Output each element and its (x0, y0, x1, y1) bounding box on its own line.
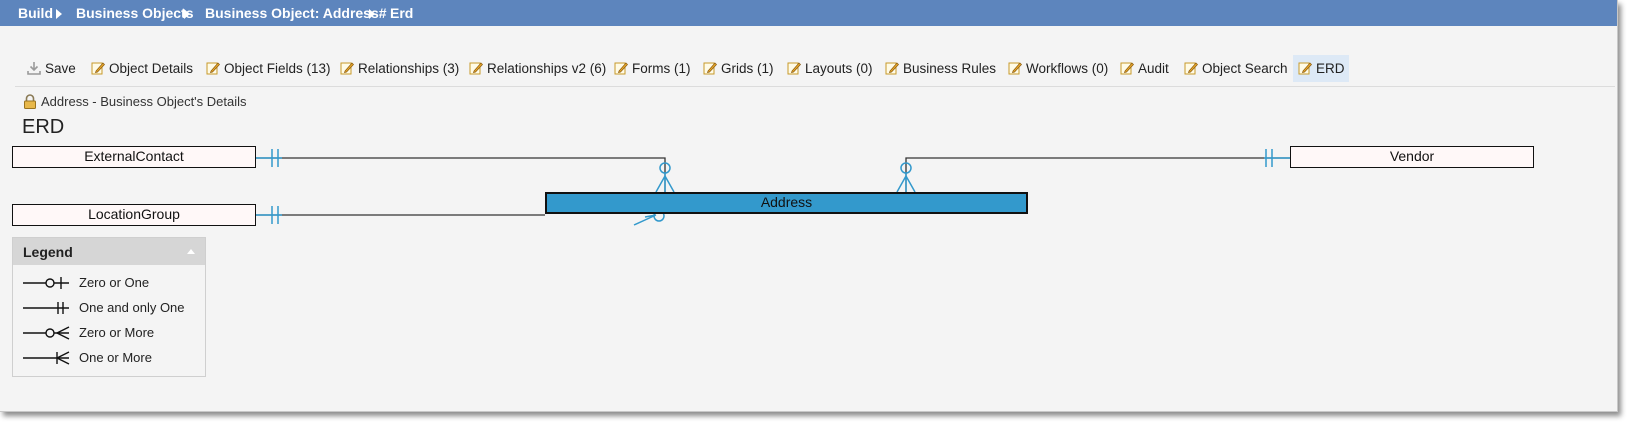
erd-connectors (256, 149, 1290, 226)
edit-icon (469, 62, 483, 75)
zero-or-more-icon (896, 162, 916, 193)
tab-object-search[interactable]: Object Search (1179, 55, 1291, 82)
edit-icon (885, 62, 899, 75)
one-only-one-icon (23, 302, 69, 314)
breadcrumb-erd[interactable]: Erd (390, 5, 414, 21)
legend-item: Zero or One (23, 274, 203, 292)
edit-icon (787, 62, 801, 75)
entity-address[interactable]: Address (545, 192, 1028, 214)
breadcrumb: Build Business Objects Business Object: … (0, 0, 1617, 26)
page-title: ERD (22, 116, 65, 138)
tab-workflows[interactable]: Workflows (0) (1003, 55, 1113, 82)
tab-object-details[interactable]: Object Details (86, 55, 198, 82)
tab-audit[interactable]: Audit (1115, 55, 1177, 82)
edit-icon (1184, 62, 1198, 75)
legend-item: Zero or More (23, 324, 203, 342)
save-button[interactable]: Save (22, 55, 84, 82)
legend-title: Legend (23, 244, 73, 260)
edit-icon (340, 62, 354, 75)
collapse-icon[interactable] (187, 249, 195, 254)
legend-panel: Legend Zero or One One and only One Zero… (12, 237, 206, 377)
breadcrumb-business-objects[interactable]: Business Objects (76, 5, 194, 21)
legend-item: One and only One (23, 299, 203, 317)
breadcrumb-separator-icon (184, 9, 190, 19)
relationship-line-vendor (905, 157, 1290, 192)
edit-icon (1298, 62, 1312, 75)
edit-icon (91, 62, 105, 75)
one-or-more-icon (23, 351, 70, 365)
zero-or-one-icon (23, 277, 69, 289)
window-frame: Build Business Objects Business Object: … (0, 0, 1618, 412)
breadcrumb-separator-icon (369, 9, 375, 19)
tab-business-rules[interactable]: Business Rules (880, 55, 1002, 82)
legend-header[interactable]: Legend (13, 238, 205, 265)
one-only-one-icon (256, 206, 282, 224)
zero-or-more-icon (655, 162, 675, 193)
entity-externalcontact[interactable]: ExternalContact (12, 146, 256, 168)
save-icon (27, 62, 41, 75)
legend-item: One or More (23, 349, 203, 367)
object-toolbar: Save Object Details Object Fields (13) R… (0, 55, 1617, 83)
breadcrumb-business-object[interactable]: Business Object: Address# (205, 5, 387, 21)
tab-erd[interactable]: ERD (1293, 55, 1349, 82)
edit-icon (614, 62, 628, 75)
edit-icon (1008, 62, 1022, 75)
tab-relationships[interactable]: Relationships (3) (335, 55, 463, 82)
relationship-line-externalcontact (256, 157, 666, 192)
breadcrumb-build[interactable]: Build (18, 5, 53, 21)
one-only-one-icon (256, 149, 282, 167)
lock-icon (24, 94, 36, 109)
entity-vendor[interactable]: Vendor (1290, 146, 1534, 168)
breadcrumb-separator-icon (56, 9, 62, 19)
zero-or-more-icon (23, 326, 70, 340)
edit-icon (206, 62, 220, 75)
tab-relationships-v2[interactable]: Relationships v2 (6) (464, 55, 608, 82)
tab-forms[interactable]: Forms (1) (609, 55, 697, 82)
toolbar-divider (15, 86, 1615, 87)
edit-icon (703, 62, 717, 75)
edit-icon (1120, 62, 1134, 75)
tab-layouts[interactable]: Layouts (0) (782, 55, 878, 82)
tab-grids[interactable]: Grids (1) (698, 55, 780, 82)
tab-object-fields[interactable]: Object Fields (13) (201, 55, 333, 82)
one-only-one-icon (1264, 149, 1290, 167)
entity-locationgroup[interactable]: LocationGroup (12, 204, 256, 226)
